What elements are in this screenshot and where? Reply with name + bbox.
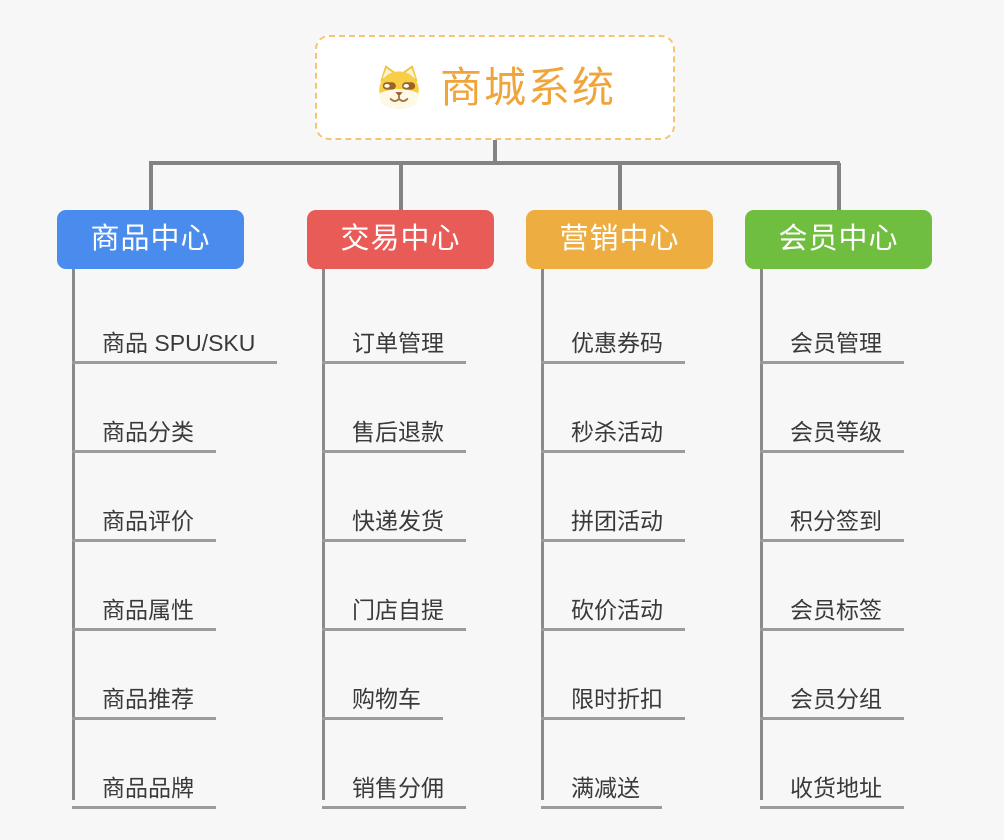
connector-branch-drop-member (837, 163, 841, 210)
branch-node-trade-center[interactable]: 交易中心 (307, 210, 494, 269)
leaf-node[interactable]: 会员标签 (760, 576, 904, 631)
leaf-node[interactable]: 门店自提 (322, 576, 466, 631)
branch-node-member-center[interactable]: 会员中心 (745, 210, 932, 269)
branch-trunk-line (541, 269, 544, 800)
leaf-node[interactable]: 限时折扣 (541, 665, 685, 720)
root-node[interactable]: 商城系统 (315, 35, 675, 140)
branch-column-marketing: 营销中心 优惠券码 秒杀活动 拼团活动 砍价活动 限时折扣 满减送 (526, 210, 761, 809)
leaf-node[interactable]: 商品 SPU/SKU (72, 309, 278, 364)
connector-root-drop (493, 140, 497, 165)
branch-trunk-line (760, 269, 763, 800)
leaf-node[interactable]: 会员等级 (760, 398, 904, 453)
connector-branch-drop-marketing (618, 163, 622, 210)
leaf-node[interactable]: 会员管理 (760, 309, 904, 364)
root-title: 商城系统 (439, 63, 616, 111)
leaf-node[interactable]: 售后退款 (322, 398, 466, 453)
branch-column-product: 商品中心 商品 SPU/SKU 商品分类 商品评价 商品属性 商品推荐 商品品牌 (57, 210, 292, 809)
connector-branch-drop-product (149, 163, 153, 210)
leaf-node[interactable]: 快递发货 (322, 487, 466, 542)
leaf-node[interactable]: 会员分组 (760, 665, 904, 720)
connector-horizontal-bus (149, 161, 840, 165)
dog-face-icon (379, 64, 419, 109)
branch-column-member: 会员中心 会员管理 会员等级 积分签到 会员标签 会员分组 收货地址 (745, 210, 980, 809)
leaf-node[interactable]: 积分签到 (760, 487, 904, 542)
leaf-node[interactable]: 收货地址 (760, 754, 904, 809)
leaf-node[interactable]: 订单管理 (322, 309, 466, 364)
leaf-node[interactable]: 砍价活动 (541, 576, 685, 631)
leaf-node[interactable]: 销售分佣 (322, 754, 466, 809)
branch-trunk-line (72, 269, 75, 800)
branch-node-marketing-center[interactable]: 营销中心 (526, 210, 713, 269)
connector-branch-drop-trade (399, 163, 403, 210)
leaf-node[interactable]: 商品评价 (72, 487, 216, 542)
leaf-node[interactable]: 满减送 (541, 754, 662, 809)
branch-trunk-line (322, 269, 325, 800)
leaf-node[interactable]: 秒杀活动 (541, 398, 685, 453)
leaf-node[interactable]: 商品分类 (72, 398, 216, 453)
leaf-node[interactable]: 商品品牌 (72, 754, 216, 809)
leaf-node[interactable]: 商品推荐 (72, 665, 216, 720)
leaf-node[interactable]: 商品属性 (72, 576, 216, 631)
branch-node-product-center[interactable]: 商品中心 (57, 210, 244, 269)
leaf-node[interactable]: 优惠券码 (541, 309, 685, 364)
leaf-node[interactable]: 拼团活动 (541, 487, 685, 542)
leaf-node[interactable]: 购物车 (322, 665, 443, 720)
branch-column-trade: 交易中心 订单管理 售后退款 快递发货 门店自提 购物车 销售分佣 (307, 210, 542, 809)
